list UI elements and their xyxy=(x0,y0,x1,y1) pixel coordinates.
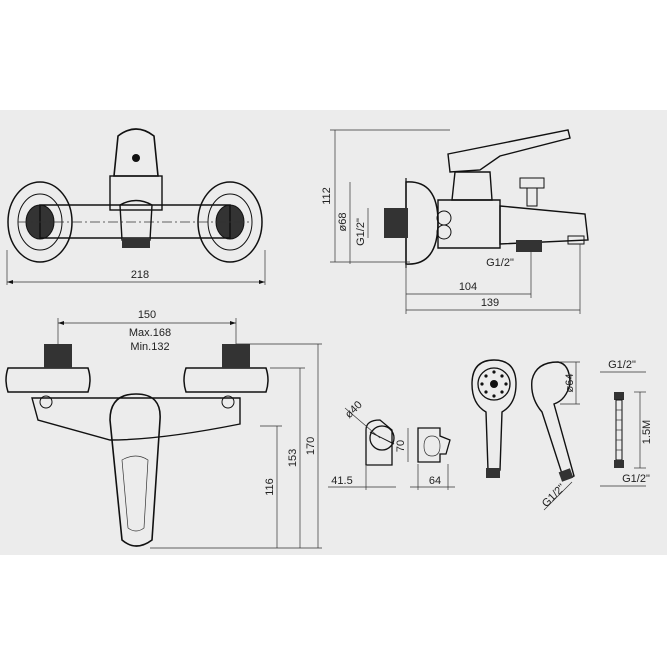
dim-hose-length: 1.5M xyxy=(641,420,653,444)
top-view: 150 Max.168 Min.132 116 153 170 xyxy=(5,309,322,549)
hand-shower-front xyxy=(471,359,517,478)
dim-64-width: 64 xyxy=(429,475,441,487)
dim-116: 116 xyxy=(264,478,276,496)
shower-hose: G1/2" 1.5M G1/2" xyxy=(600,359,653,487)
dim-218: 218 xyxy=(131,269,149,281)
dim-g12-hose-bottom: G1/2" xyxy=(622,473,650,485)
dim-150: 150 xyxy=(138,309,156,321)
dim-153: 153 xyxy=(287,449,299,467)
background-band xyxy=(0,110,667,555)
dim-41-5: 41.5 xyxy=(331,475,352,487)
dim-104: 104 xyxy=(459,281,477,293)
dim-139: 139 xyxy=(481,297,499,309)
dim-170: 170 xyxy=(305,437,317,455)
dim-max-168: Max.168 xyxy=(129,327,171,339)
dim-70: 70 xyxy=(395,440,407,452)
front-view: 218 xyxy=(6,128,266,285)
dim-min-132: Min.132 xyxy=(130,341,169,353)
dim-64-diameter: ø64 xyxy=(564,374,576,393)
dim-g12-hose-top: G1/2" xyxy=(608,359,636,371)
dim-68: ø68 xyxy=(337,213,349,232)
dim-112: 112 xyxy=(321,187,333,205)
dim-g12-bottom: G1/2" xyxy=(486,257,514,269)
dim-g12-left: G1/2" xyxy=(355,218,367,246)
side-view: 112 ø68 G1/2" G1/2" 104 139 xyxy=(321,129,589,314)
